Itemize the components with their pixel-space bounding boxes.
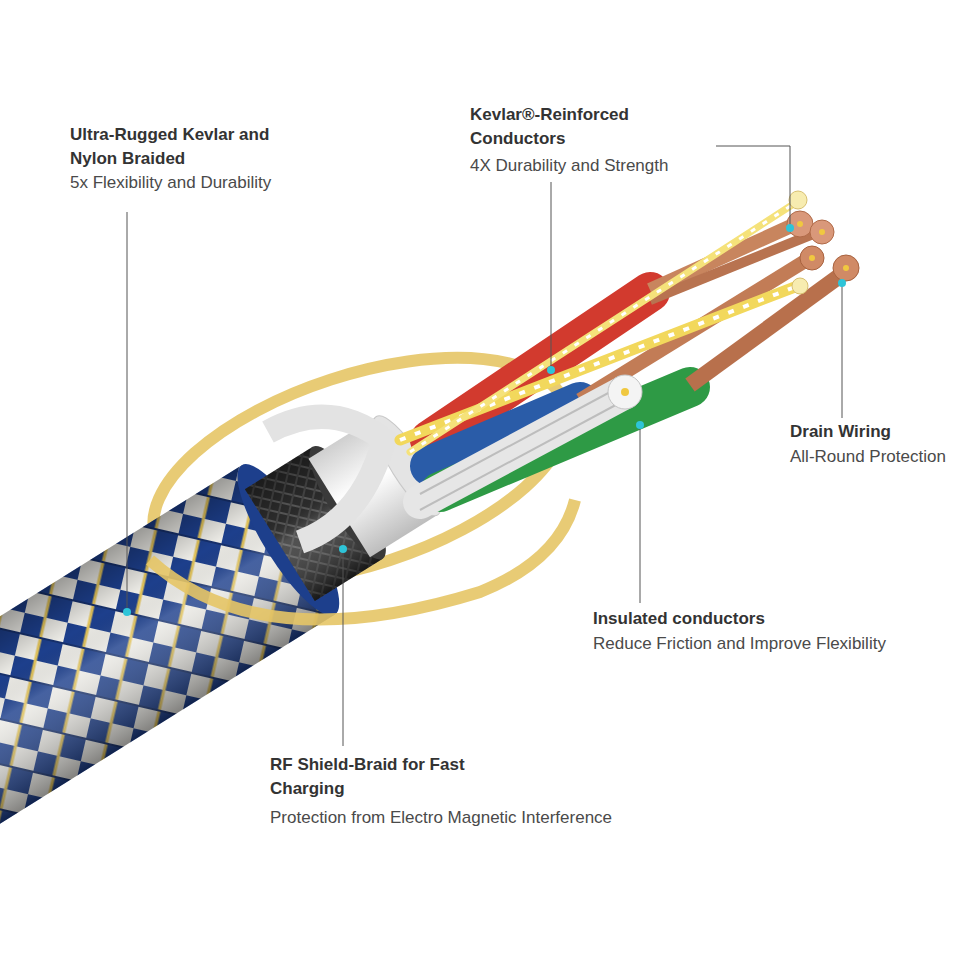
callout-heading: Insulated conductors xyxy=(593,607,893,631)
leader-dot xyxy=(339,545,347,553)
leader-dot xyxy=(838,279,846,287)
kevlar-ribbon-front xyxy=(150,500,575,620)
drain-tube-end xyxy=(608,375,642,409)
callout-text: Protection from Electro Magnetic Interfe… xyxy=(270,806,690,830)
strand-tip xyxy=(810,220,834,244)
callout-text: Reduce Friction and Improve Flexibility xyxy=(593,632,953,656)
strand-tip xyxy=(789,191,807,209)
callout-text: 5x Flexibility and Durability xyxy=(70,171,370,195)
drain-tube-line xyxy=(420,384,625,494)
leader-dot xyxy=(786,224,794,232)
leader-line xyxy=(343,549,344,746)
callout-heading: Drain Wiring xyxy=(790,420,960,444)
leader-line xyxy=(842,283,843,418)
strand-core xyxy=(843,265,849,271)
leader-line xyxy=(551,182,552,370)
callout-heading: Ultra-Rugged Kevlar and Nylon Braided xyxy=(70,123,310,171)
leader-dot xyxy=(123,608,131,616)
leader-line xyxy=(716,146,790,228)
drain-tube xyxy=(420,392,625,502)
strand-core xyxy=(797,221,803,227)
callout-heading: RF Shield-Braid for Fast Charging xyxy=(270,753,470,801)
leader-line xyxy=(127,212,128,612)
callout-heading: Kevlar®-Reinforced Conductors xyxy=(470,103,670,151)
callout-text: 4X Durability and Strength xyxy=(470,154,770,178)
strand-tip xyxy=(833,255,859,281)
strand-tip xyxy=(800,246,824,270)
leader-dot xyxy=(547,366,555,374)
leader-line xyxy=(640,425,641,603)
strand-core xyxy=(809,255,815,261)
drain-tube-line xyxy=(420,400,625,510)
foil-ribbon xyxy=(268,417,384,542)
drain-tube-core xyxy=(621,388,629,396)
strand-tip xyxy=(787,211,813,237)
copper-strands xyxy=(690,272,845,385)
leader-dot xyxy=(636,421,644,429)
strand-core xyxy=(819,229,825,235)
strand-tip xyxy=(792,278,808,294)
callout-text: All-Round Protection xyxy=(790,445,960,469)
